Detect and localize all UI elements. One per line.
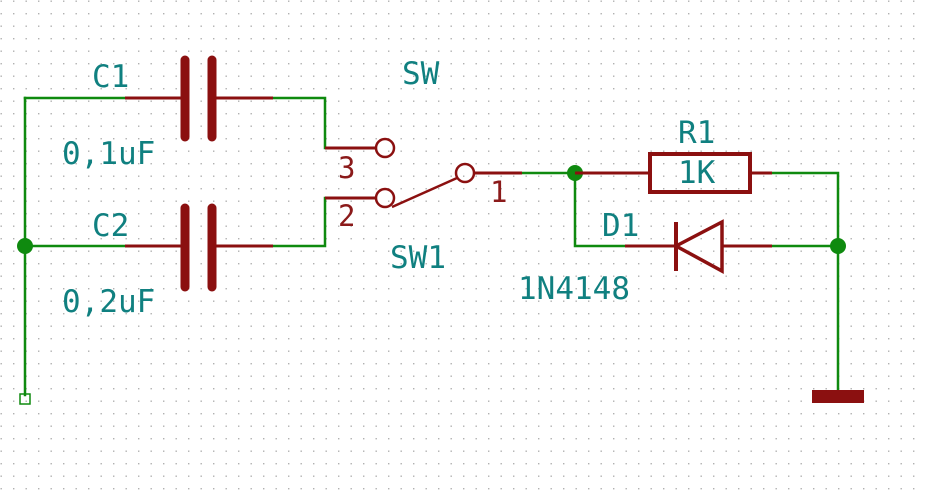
c1-reference: C1 — [92, 59, 129, 95]
sw1-lever — [391, 176, 458, 209]
resistor-r1[interactable] — [575, 152, 772, 194]
ground-bar — [812, 390, 864, 403]
grid-dots — [0, 0, 915, 490]
sw1-value: SW — [402, 56, 440, 92]
d1-value: 1N4148 — [518, 271, 630, 307]
wire-node-r1-d1 — [573, 171, 627, 248]
wire-c2-to-pin2 — [271, 196, 327, 248]
sw1-pin-3-label: 3 — [338, 151, 355, 185]
r1-value: 1K — [678, 155, 716, 191]
junction-left — [17, 238, 33, 254]
wire-r1-right — [770, 171, 840, 392]
capacitor-c2[interactable] — [125, 203, 273, 292]
sw1-contact-1 — [454, 162, 476, 184]
pin-marker-square — [19, 393, 31, 405]
wire-c1-to-pin3 — [271, 96, 327, 150]
r1-reference: R1 — [678, 115, 715, 151]
sw1-reference: SW1 — [390, 240, 446, 276]
diode-d1[interactable] — [625, 219, 772, 274]
d1-anode-triangle — [672, 219, 724, 274]
junction-right — [830, 238, 846, 254]
sw1-pin-2-label: 2 — [338, 199, 355, 233]
switch-sw1[interactable] — [325, 137, 522, 209]
sw1-contact-3 — [374, 137, 396, 159]
c2-reference: C2 — [92, 208, 129, 244]
capacitor-c1[interactable] — [125, 55, 273, 142]
ground-symbol[interactable] — [812, 390, 864, 403]
c1-value: 0,1uF — [62, 136, 155, 172]
c2-value: 0,2uF — [62, 284, 155, 320]
sw1-contact-2 — [374, 187, 396, 209]
sw1-pin-1-label: 1 — [490, 175, 507, 209]
d1-reference: D1 — [602, 208, 639, 244]
